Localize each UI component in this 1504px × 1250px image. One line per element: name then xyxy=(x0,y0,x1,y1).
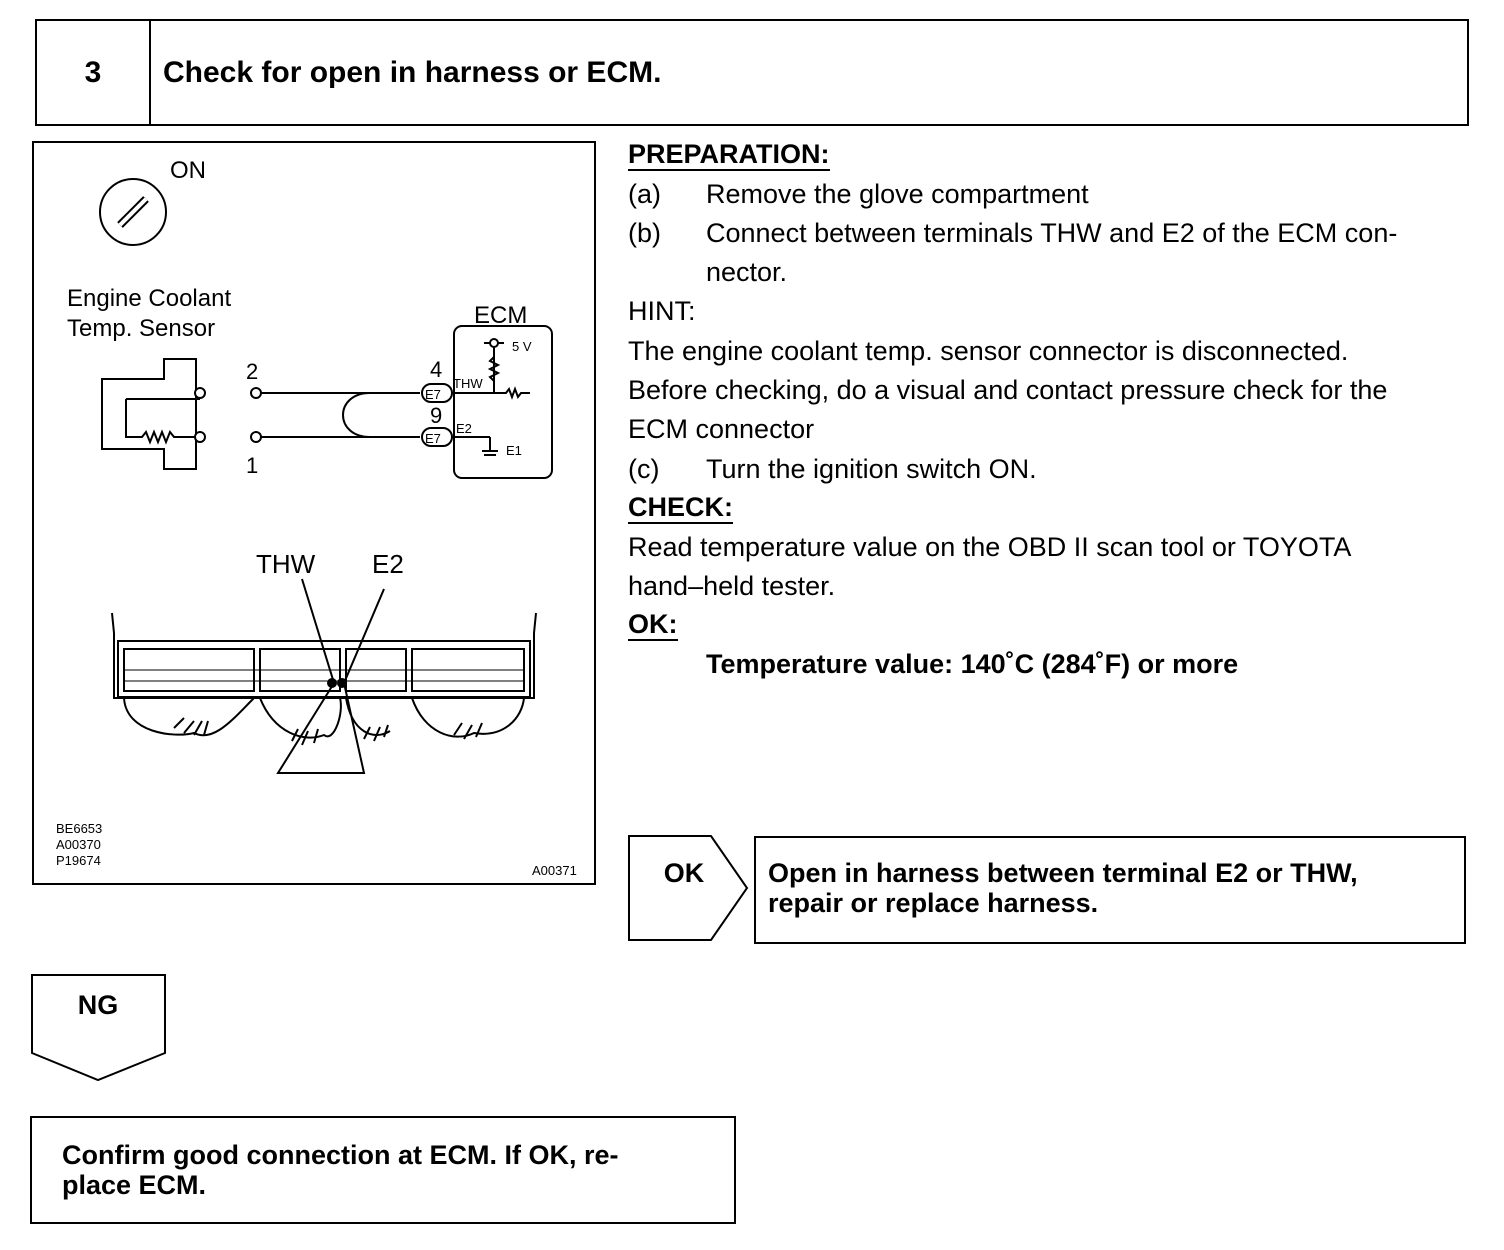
e1-terminal-label: E1 xyxy=(506,443,522,458)
ecm-connector-illustration xyxy=(111,578,537,774)
ok-heading: OK: xyxy=(628,609,678,641)
hint-line-2: Before checking, do a visual and contact… xyxy=(628,375,1388,405)
step-header: 3 Check for open in harness or ECM. xyxy=(35,19,1469,126)
ng-result-text-2: place ECM. xyxy=(62,1170,207,1200)
ng-result-label: NG xyxy=(77,990,119,1020)
thw-terminal-label: THW xyxy=(453,376,483,391)
ok-value: Temperature value: 140˚C (284˚F) or more xyxy=(706,649,1239,679)
prep-c-text: Turn the ignition switch ON. xyxy=(706,454,1037,484)
ng-result-text-1: Confirm good connection at ECM. If OK, r… xyxy=(62,1140,619,1170)
coolant-sensor-symbol xyxy=(101,358,206,470)
prep-item-c: (c) Turn the ignition switch ON. xyxy=(628,450,1037,489)
thw-big-label: THW xyxy=(256,549,316,579)
preparation-section: PREPARATION: xyxy=(628,139,830,171)
prep-b-label: (b) xyxy=(628,218,661,248)
switch-on-label: ON xyxy=(170,157,206,184)
check-line-1: Read temperature value on the OBD II sca… xyxy=(628,532,1352,562)
harness-wires xyxy=(250,387,420,443)
pin-4-label: 4 xyxy=(430,357,442,382)
prep-c-label: (c) xyxy=(628,454,660,484)
prep-a-label: (a) xyxy=(628,179,661,209)
check-line-2: hand–held tester. xyxy=(628,571,836,601)
ignition-switch-icon xyxy=(99,178,167,246)
check-heading: CHECK: xyxy=(628,492,733,524)
prep-a-text: Remove the glove compartment xyxy=(706,179,1089,209)
hint-line-1: The engine coolant temp. sensor connecto… xyxy=(628,336,1349,366)
prep-b-text-1: Connect between terminals THW and E2 of … xyxy=(706,218,1398,248)
ng-result-box: Confirm good connection at ECM. If OK, r… xyxy=(30,1116,736,1224)
connector-e7-b: E7 xyxy=(425,431,441,446)
step-title: Check for open in harness or ECM. xyxy=(163,55,662,89)
prep-item-b: (b) Connect between terminals THW and E2 … xyxy=(628,214,1397,253)
sensor-label-line2: Temp. Sensor xyxy=(67,315,215,342)
wiring-diagram-svg: ON Engine Coolant Temp. Sensor ECM 2 1 4… xyxy=(56,157,577,878)
pin-1-label: 1 xyxy=(246,453,258,478)
hint-line-3: ECM connector xyxy=(628,414,815,444)
e2-big-label: E2 xyxy=(372,549,404,579)
pin-2-label: 2 xyxy=(246,359,258,384)
ecm-label: ECM xyxy=(474,302,527,329)
ok-result-text-2: repair or replace harness. xyxy=(768,888,1099,918)
ok-arrow-box xyxy=(628,835,749,941)
step-number: 3 xyxy=(37,21,151,124)
sensor-label-line1: Engine Coolant xyxy=(67,285,231,312)
ng-arrow-box xyxy=(31,974,166,1082)
ok-result-box: Open in harness between terminal E2 or T… xyxy=(754,836,1466,944)
ok-result-label: OK xyxy=(663,857,705,888)
figure-code-4: A00371 xyxy=(532,863,577,878)
prep-b-text-2: nector. xyxy=(706,257,788,287)
prep-item-a: (a) Remove the glove compartment xyxy=(628,175,1089,214)
figure-code-3: P19674 xyxy=(56,853,101,868)
pin-9-label: 9 xyxy=(430,403,442,428)
connector-e7-a: E7 xyxy=(425,387,441,402)
wiring-diagram: ON Engine Coolant Temp. Sensor ECM 2 1 4… xyxy=(32,141,596,885)
preparation-heading: PREPARATION: xyxy=(628,139,830,171)
figure-code-1: BE6653 xyxy=(56,821,102,836)
5v-label: 5 V xyxy=(512,339,532,354)
ecm-box xyxy=(421,325,553,479)
figure-code-2: A00370 xyxy=(56,837,101,852)
e2-terminal-label: E2 xyxy=(456,421,472,436)
hint-heading: HINT: xyxy=(628,296,696,326)
ok-result-text-1: Open in harness between terminal E2 or T… xyxy=(768,858,1358,888)
